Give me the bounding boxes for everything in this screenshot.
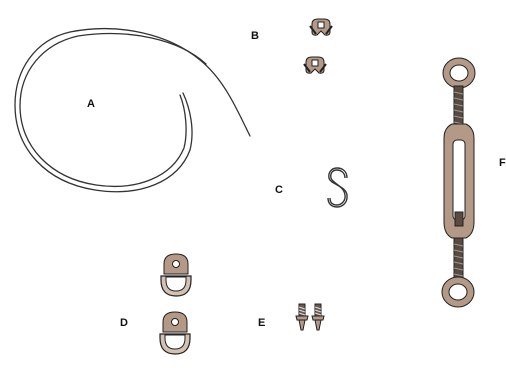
part-label-b: B [251, 30, 259, 42]
s-hook-icon [328, 168, 347, 207]
d-ring-hanger-icon [160, 254, 191, 354]
turnbuckle-icon [442, 58, 475, 307]
wire-rope-clip-icon [304, 19, 332, 73]
part-label-c: C [275, 184, 283, 196]
part-label-f: F [499, 157, 506, 169]
screw-icon [296, 304, 324, 330]
part-label-d: D [120, 317, 128, 329]
part-label-e: E [258, 317, 265, 329]
wire-coil-icon [15, 29, 250, 192]
part-label-a: A [87, 98, 95, 110]
